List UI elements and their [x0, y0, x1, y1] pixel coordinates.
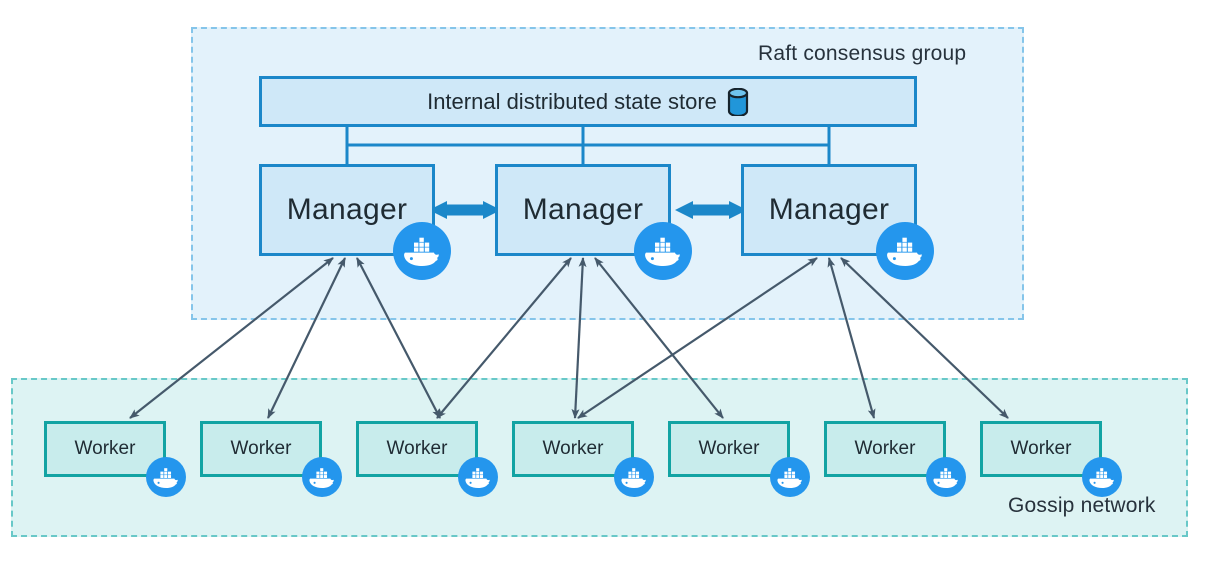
manager-node-1-label: Manager — [286, 193, 408, 226]
docker-whale-icon — [876, 222, 934, 280]
worker-node-1-label: Worker — [74, 438, 136, 459]
worker-node-1[interactable]: Worker — [44, 421, 166, 477]
worker-node-2[interactable]: Worker — [200, 421, 322, 477]
worker-node-4-label: Worker — [542, 438, 604, 459]
state-store-label: Internal distributed state store — [427, 88, 717, 114]
docker-whale-icon — [146, 457, 186, 497]
worker-node-3[interactable]: Worker — [356, 421, 478, 477]
docker-whale-icon — [1082, 457, 1122, 497]
docker-whale-icon — [614, 457, 654, 497]
internal-state-store-node[interactable]: Internal distributed state store — [259, 76, 917, 127]
worker-node-6-label: Worker — [854, 438, 916, 459]
worker-node-2-label: Worker — [230, 438, 292, 459]
docker-whale-icon — [926, 457, 966, 497]
worker-node-3-label: Worker — [386, 438, 448, 459]
docker-whale-icon — [770, 457, 810, 497]
worker-node-5-label: Worker — [698, 438, 760, 459]
database-cylinder-icon — [727, 87, 749, 116]
state-store-content: Internal distributed state store — [427, 87, 749, 116]
docker-whale-icon — [302, 457, 342, 497]
docker-whale-icon — [458, 457, 498, 497]
worker-node-6[interactable]: Worker — [824, 421, 946, 477]
worker-node-5[interactable]: Worker — [668, 421, 790, 477]
worker-node-4[interactable]: Worker — [512, 421, 634, 477]
gossip-network-group-label: Gossip network — [1008, 494, 1156, 517]
manager-node-3-label: Manager — [768, 193, 890, 226]
manager-node-3[interactable]: Manager — [741, 164, 917, 256]
docker-whale-icon — [634, 222, 692, 280]
worker-node-7-label: Worker — [1010, 438, 1072, 459]
raft-consensus-group-label: Raft consensus group — [758, 42, 967, 65]
manager-node-2-label: Manager — [522, 193, 644, 226]
worker-node-7[interactable]: Worker — [980, 421, 1102, 477]
docker-whale-icon — [393, 222, 451, 280]
